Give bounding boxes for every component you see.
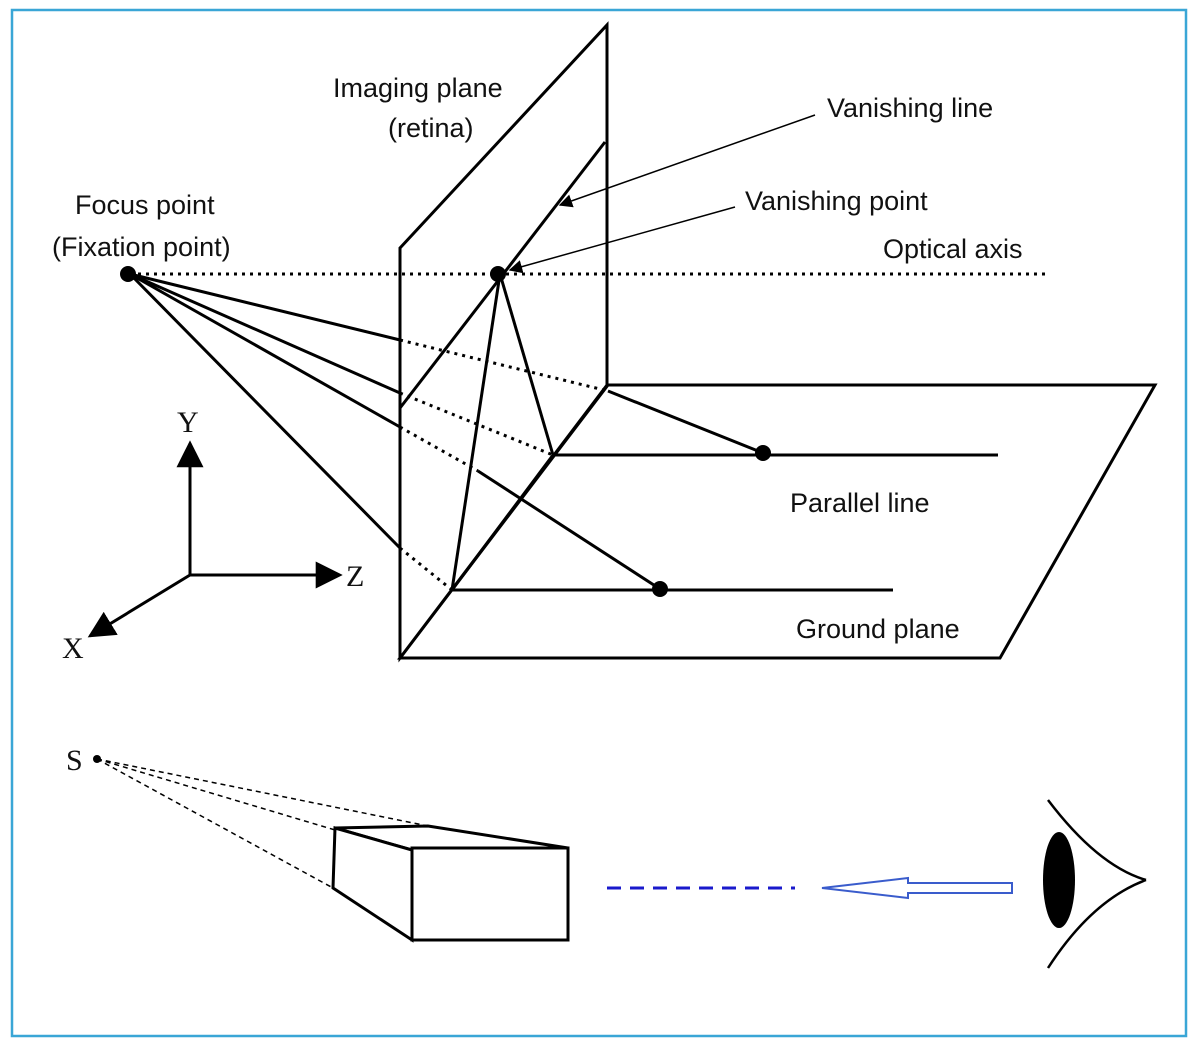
imaging-plane xyxy=(398,21,609,663)
eye-lower-lid xyxy=(1046,878,1147,969)
cuboid-front xyxy=(410,846,570,942)
parallel-line-dot xyxy=(755,445,771,461)
fixation-point-label: (Fixation point) xyxy=(52,232,231,262)
ray-4-hidden xyxy=(399,546,453,592)
eye-upper-lid xyxy=(1047,799,1147,882)
optical-axis-label: Optical axis xyxy=(883,234,1023,264)
vanishing-line-label: Vanishing line xyxy=(827,93,993,123)
ray-3-hidden xyxy=(399,425,479,473)
projected-ground-line xyxy=(450,273,502,591)
ray-3 xyxy=(129,272,401,429)
plane-support-line xyxy=(450,454,555,591)
imaging-plane-label: Imaging plane xyxy=(333,73,503,103)
ray-3-visible xyxy=(477,469,661,591)
vanishing-point-dot xyxy=(490,266,506,282)
ray-4 xyxy=(128,272,402,550)
ground-line-dot xyxy=(652,581,668,597)
imaging-plane-sublabel: (retina) xyxy=(388,113,474,143)
projection-line-1 xyxy=(96,758,429,827)
ground-plane-label: Ground plane xyxy=(796,614,960,644)
y-axis-label: Y xyxy=(177,406,199,439)
ray-1-hidden xyxy=(399,338,609,393)
z-axis-label: Z xyxy=(346,560,364,593)
left-arrow-icon xyxy=(821,876,1013,900)
focus-point-dot xyxy=(120,266,136,282)
source-label: S xyxy=(66,744,83,777)
focus-point-label: Focus point xyxy=(75,190,215,220)
ray-1 xyxy=(129,272,401,342)
vanishing-line-leader xyxy=(558,114,816,208)
x-axis-label: X xyxy=(62,632,84,665)
parallel-line-label: Parallel line xyxy=(790,488,930,518)
projected-parallel-line xyxy=(498,273,555,456)
eye-iris xyxy=(1043,832,1075,928)
ray-2-hidden xyxy=(399,391,554,457)
ray-1-visible xyxy=(607,389,764,455)
eye-icon xyxy=(1043,799,1147,969)
ray-2 xyxy=(129,272,401,395)
vanishing-point-leader xyxy=(508,206,736,274)
cuboid xyxy=(331,824,570,943)
x-axis xyxy=(87,573,191,638)
vanishing-point-label: Vanishing point xyxy=(745,186,928,216)
